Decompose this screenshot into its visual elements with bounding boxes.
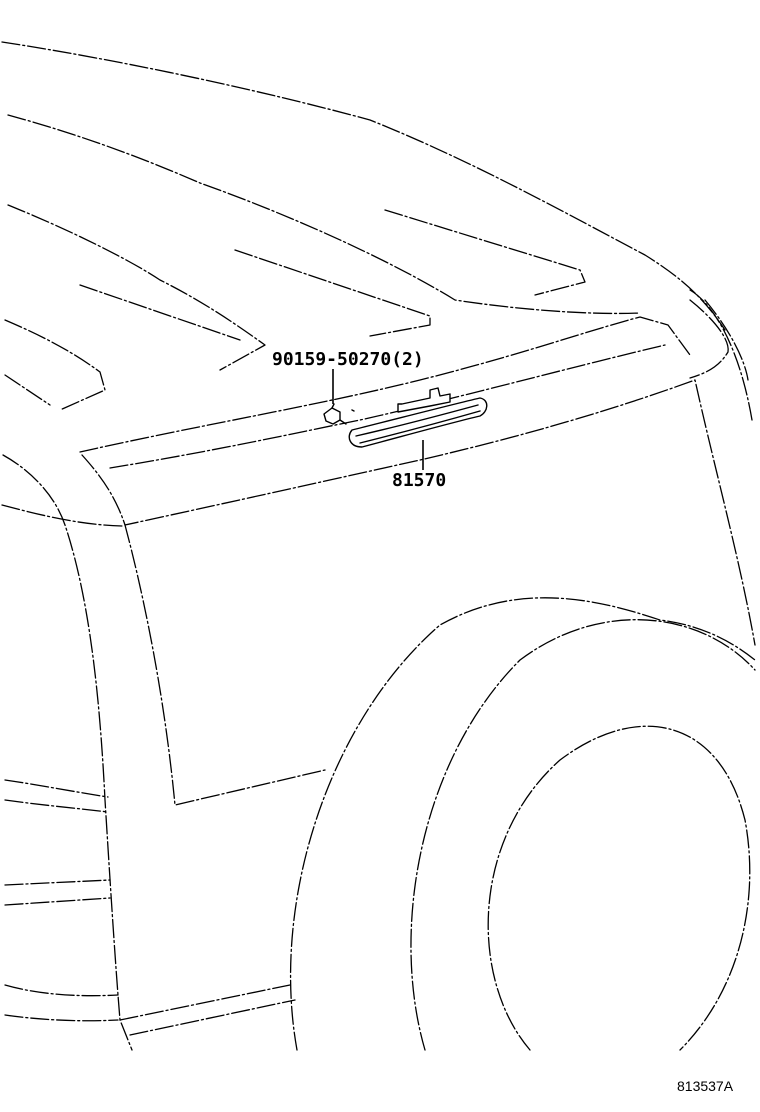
rear-quarter-curve xyxy=(1,504,123,527)
spare-tire-outer xyxy=(410,619,756,1051)
clip-part-number: 90159-50270(2) xyxy=(272,349,424,370)
spoiler-side xyxy=(689,299,729,379)
body-line-4 xyxy=(4,897,111,906)
figure-number: 813537A xyxy=(677,1078,734,1094)
bumper-line-2 xyxy=(129,999,296,1036)
roof-outer-edge xyxy=(1,41,726,331)
body-line-1 xyxy=(4,779,109,798)
roof-rib-5 xyxy=(4,319,106,411)
rear-quarter-line xyxy=(2,454,133,1051)
clip-part xyxy=(323,403,355,425)
body-line-2 xyxy=(4,799,109,813)
high-mount-stop-lamp xyxy=(348,387,488,448)
body-line-6 xyxy=(4,1014,119,1022)
body-line-3 xyxy=(4,879,111,886)
roof-rib-2 xyxy=(234,249,431,337)
side-trim-2 xyxy=(704,299,749,381)
spoiler-top-edge xyxy=(79,316,691,453)
body-line-5 xyxy=(4,984,119,997)
side-trim-1 xyxy=(689,289,753,421)
spare-tire-cover-outer xyxy=(289,597,756,1051)
lamp-part-number: 81570 xyxy=(392,470,447,491)
spoiler-lower-edge xyxy=(109,344,666,469)
roof-rib-3 xyxy=(7,204,266,371)
rear-hatch-left xyxy=(124,524,326,806)
bumper-line-1 xyxy=(119,984,291,1021)
spare-tire-inner xyxy=(487,725,751,1051)
roof-rib-4 xyxy=(79,284,241,341)
roof-rib-1 xyxy=(384,209,586,296)
roof-inner-edge xyxy=(7,114,641,315)
roof-rib-6 xyxy=(4,374,51,406)
